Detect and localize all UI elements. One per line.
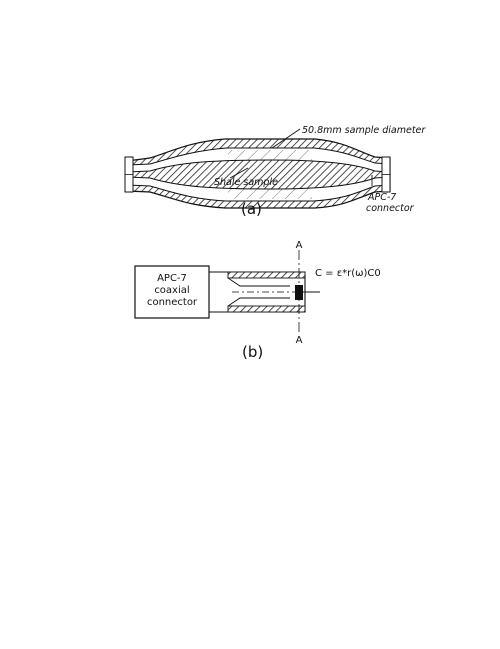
sample-holder-diagram: 50.8mm sample diameter Shale sample APC-… (124, 125, 426, 218)
cell-upper-wall (227, 271, 306, 279)
label-connector-line1: APC-7 (367, 192, 396, 203)
box-line3: connector (147, 297, 198, 308)
label-sample-diameter: 50.8mm sample diameter (302, 125, 426, 136)
caption-b: (b) (242, 343, 263, 361)
leader-shale (229, 167, 249, 179)
label-shale-sample: Shale sample (214, 177, 278, 188)
label-connector-line2: connector (366, 203, 415, 214)
connector-cell-diagram: APC-7 coaxial connector A A C = ε*r(ω)C0… (134, 240, 381, 361)
section-label-top: A (296, 240, 303, 251)
cell-inner-taper (227, 277, 290, 307)
capacitance-equation: C = ε*r(ω)C0 (315, 268, 381, 279)
section-label-bottom: A (296, 335, 303, 346)
apc7-connector-box (134, 265, 210, 319)
caption-a: (a) (241, 200, 262, 218)
box-line2: coaxial (154, 285, 189, 296)
leader-diameter (271, 128, 301, 149)
cell-lower-wall (227, 305, 306, 313)
box-line1: APC-7 (157, 273, 187, 284)
